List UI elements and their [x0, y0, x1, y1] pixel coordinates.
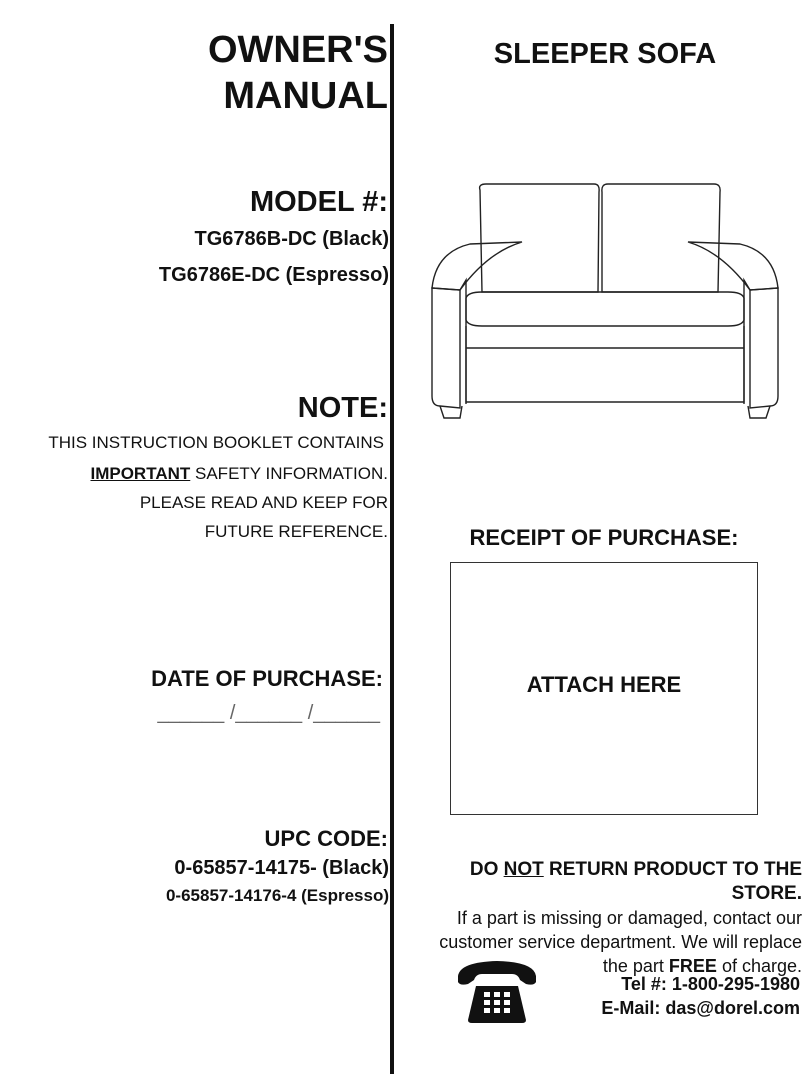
date-blanks: ______ /______ /______ — [157, 702, 380, 724]
help-pre: If a part is missing or damaged, contact… — [439, 908, 802, 976]
help-post: of charge. — [716, 956, 802, 976]
note-line1: THIS INSTRUCTION BOOKLET CONTAINS — [48, 433, 384, 452]
model-black: TG6786B-DC (Black) — [194, 228, 389, 250]
manual-title-line1: OWNER'S — [207, 29, 388, 71]
receipt-attach-box — [450, 562, 758, 815]
contact-email: E-Mail: das@dorel.com — [601, 998, 800, 1018]
sofa-illustration — [431, 183, 779, 419]
free-emphasis: FREE — [668, 956, 717, 976]
date-of-purchase-label: DATE OF PURCHASE: — [151, 666, 383, 691]
contact-telephone: Tel #: 1-800-295-1980 — [621, 974, 800, 994]
model-espresso: TG6786E-DC (Espresso) — [158, 264, 389, 286]
note-line4: FUTURE REFERENCE. — [204, 522, 388, 541]
upc-label: UPC CODE: — [264, 826, 388, 851]
note-line2: IMPORTANT SAFETY INFORMATION. — [90, 464, 388, 484]
telephone-icon — [458, 961, 536, 1023]
note-line2-rest: SAFETY INFORMATION. — [190, 464, 388, 483]
note-line3: PLEASE READ AND KEEP FOR — [139, 493, 388, 512]
receipt-label: RECEIPT OF PURCHASE: — [469, 525, 739, 550]
upc-black: 0-65857-14175- (Black) — [174, 857, 389, 879]
model-label: MODEL #: — [249, 186, 388, 218]
return-warning: DO NOT RETURN PRODUCT TO THE STORE. — [422, 858, 802, 906]
manual-title-line2: MANUAL — [223, 75, 388, 117]
center-divider — [390, 24, 394, 1074]
upc-espresso: 0-65857-14176-4 (Espresso) — [165, 886, 389, 905]
product-title: SLEEPER SOFA — [493, 38, 717, 70]
attach-here-label: ATTACH HERE — [526, 672, 682, 697]
return-post: RETURN PRODUCT TO THE STORE. — [543, 859, 802, 904]
return-pre: DO — [469, 859, 504, 880]
not-emphasis: NOT — [503, 859, 544, 880]
note-label: NOTE: — [297, 392, 388, 424]
missing-part-help: If a part is missing or damaged, contact… — [412, 906, 802, 978]
important-emphasis: IMPORTANT — [90, 464, 191, 483]
